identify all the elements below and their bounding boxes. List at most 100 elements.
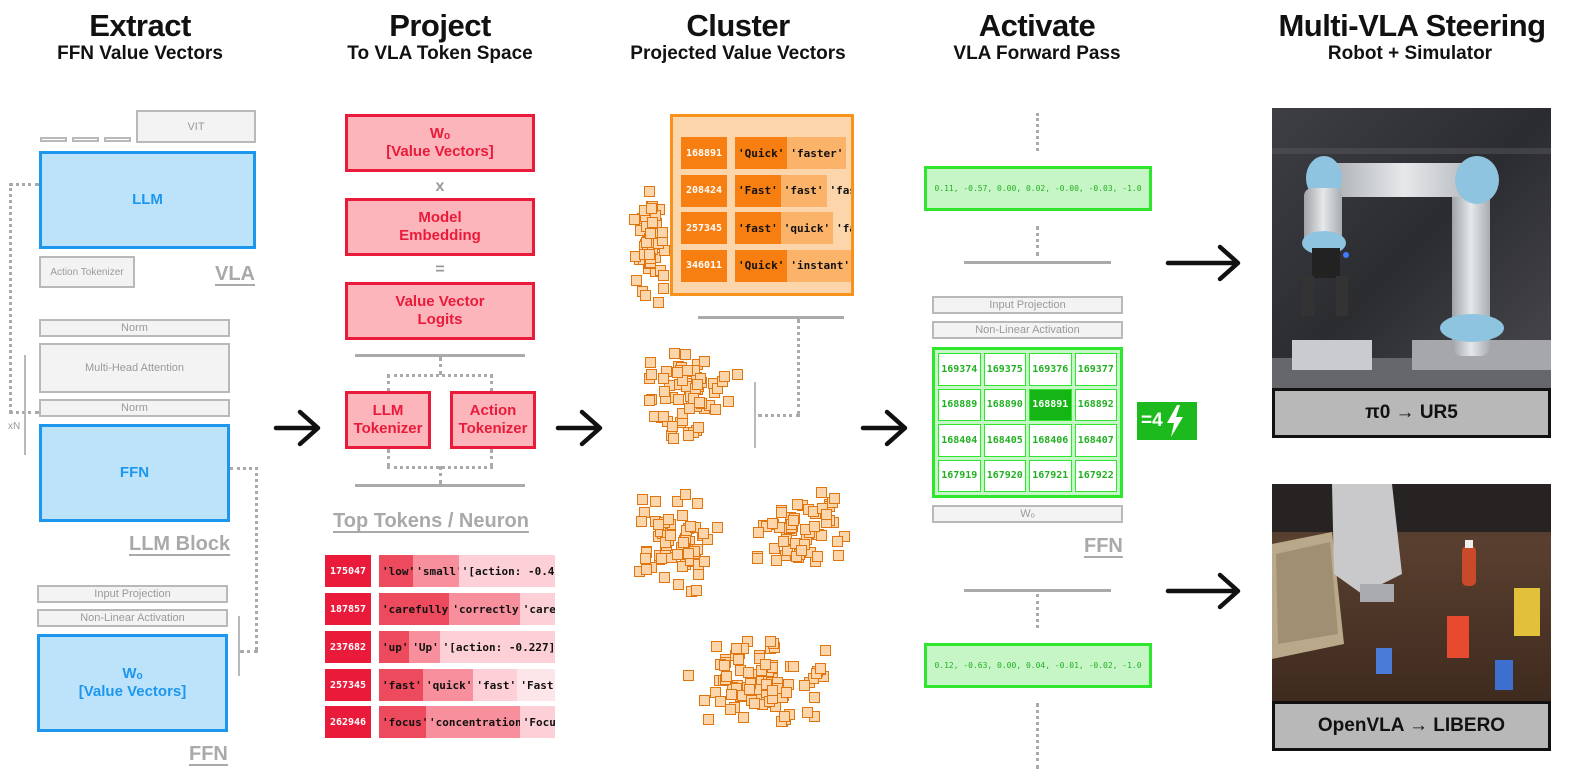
cluster-point: [645, 228, 657, 240]
action-vector-top: 0.11, -0.57, 0.00, 0.02, -0.00, -0.03, -…: [924, 166, 1152, 211]
activate-subtitle: VLA Forward Pass: [953, 43, 1121, 64]
vit-box: VIT: [136, 110, 256, 143]
cluster-point: [682, 364, 694, 376]
cluster-point: [828, 492, 840, 504]
cluster-point: [781, 687, 793, 699]
token-cell: 'fast': [735, 212, 781, 244]
cluster-token-panel: 168891'Quick''faster''se208424'Fast''fas…: [670, 114, 854, 296]
connector: [1036, 226, 1039, 256]
cluster-point: [671, 549, 683, 561]
token-cell: 'fast': [826, 174, 851, 207]
neuron-id: 262946: [325, 706, 371, 738]
cluster-point: [677, 509, 689, 521]
cluster-point: [820, 645, 832, 656]
neuron-id: 257345: [681, 212, 727, 244]
cluster-point: [710, 640, 722, 652]
token-row: 175047'low''small''[action: -0.494: [325, 555, 555, 587]
cluster-point: [833, 549, 845, 561]
connector: [230, 467, 258, 470]
zoom-bracket: [754, 382, 756, 448]
xn-label: xN: [8, 421, 21, 432]
cluster-point: [767, 685, 779, 697]
neuron-cell: 168406: [1029, 424, 1072, 457]
nonlinear-activation-box: Non-Linear Activation: [932, 321, 1123, 339]
token-cell: 'q: [853, 250, 854, 282]
neuron-cell: 169374: [938, 353, 981, 386]
cluster-point: [721, 671, 733, 683]
token-cell: 'Up': [409, 631, 440, 663]
steering-subtitle: Robot + Simulator: [1327, 43, 1493, 64]
cluster-point: [718, 659, 730, 671]
vla-label: VLA: [215, 263, 255, 285]
norm-box: Norm: [39, 399, 230, 417]
cluster-point: [738, 712, 750, 724]
token-cell: 'Quick': [735, 137, 788, 169]
activation-badge: =4: [1137, 402, 1197, 440]
token-cell: '[action: -0.494: [458, 555, 555, 587]
cluster-point: [809, 692, 821, 704]
cluster-point: [691, 584, 703, 596]
ffn-label: FFN: [189, 743, 228, 765]
neuron-cell: 169376: [1029, 353, 1072, 386]
neuron-id: 175047: [325, 555, 371, 587]
value-vectors-box: Wₒ[Value Vectors]: [37, 634, 228, 732]
cluster-point: [812, 550, 824, 562]
divider: [698, 316, 844, 319]
cluster-point: [692, 378, 704, 390]
divider: [355, 354, 525, 357]
cluster-point: [653, 519, 665, 531]
token-cell: 'up': [379, 631, 410, 663]
cluster-point: [698, 528, 710, 540]
cluster-point: [732, 653, 744, 665]
cluster-point: [788, 514, 800, 526]
connector: [490, 449, 493, 467]
mha-box: Multi-Head Attention: [39, 343, 230, 393]
cluster-point: [658, 372, 670, 384]
connector: [1036, 703, 1039, 769]
ur5-caption: π0 → UR5: [1272, 388, 1551, 438]
extract-subtitle: FFN Value Vectors: [57, 43, 223, 64]
token-cell: 'faster': [787, 137, 847, 169]
cluster-point: [775, 506, 787, 518]
cluster-point: [770, 555, 782, 567]
arrow-right-icon: [273, 409, 321, 447]
cluster-point: [643, 248, 655, 260]
cluster-point: [672, 579, 684, 591]
llm-box: LLM: [39, 151, 256, 249]
cluster-point: [761, 678, 773, 690]
cluster-point: [680, 489, 692, 501]
vit-patch: [104, 137, 131, 142]
cluster-point: [699, 555, 711, 567]
token-cell: 'care: [519, 593, 555, 625]
cluster-point: [787, 661, 799, 673]
cluster-point: [684, 402, 696, 414]
neuron-cell: 168405: [983, 424, 1026, 457]
neuron-id: 257345: [325, 669, 371, 701]
libero-sim-photo: [1272, 484, 1551, 704]
cluster-point: [644, 395, 656, 407]
cluster-point: [699, 356, 711, 368]
cluster-point: [722, 395, 734, 407]
cluster-point: [802, 706, 814, 718]
cluster-point: [709, 687, 721, 699]
connector: [387, 374, 493, 377]
connector: [797, 319, 800, 415]
cluster-point: [838, 530, 850, 542]
connector: [439, 466, 442, 484]
neuron-cell: 167922: [1074, 459, 1117, 492]
cluster-point: [749, 698, 761, 710]
token-cell: 'concentration': [425, 706, 520, 738]
cluster-point: [639, 552, 651, 564]
token-cell: 'correctly': [449, 593, 520, 625]
cluster-point: [646, 369, 658, 381]
input-projection-box: Input Projection: [932, 296, 1123, 314]
neuron-id: 346011: [681, 249, 727, 282]
token-row: 257345'fast''quick''fast''Fast: [325, 669, 555, 701]
token-cell: 'fast': [379, 669, 423, 701]
cluster-point: [753, 526, 765, 538]
neuron-cell: 168890: [983, 388, 1026, 421]
cluster-point: [703, 713, 715, 725]
cluster-point: [682, 429, 694, 441]
